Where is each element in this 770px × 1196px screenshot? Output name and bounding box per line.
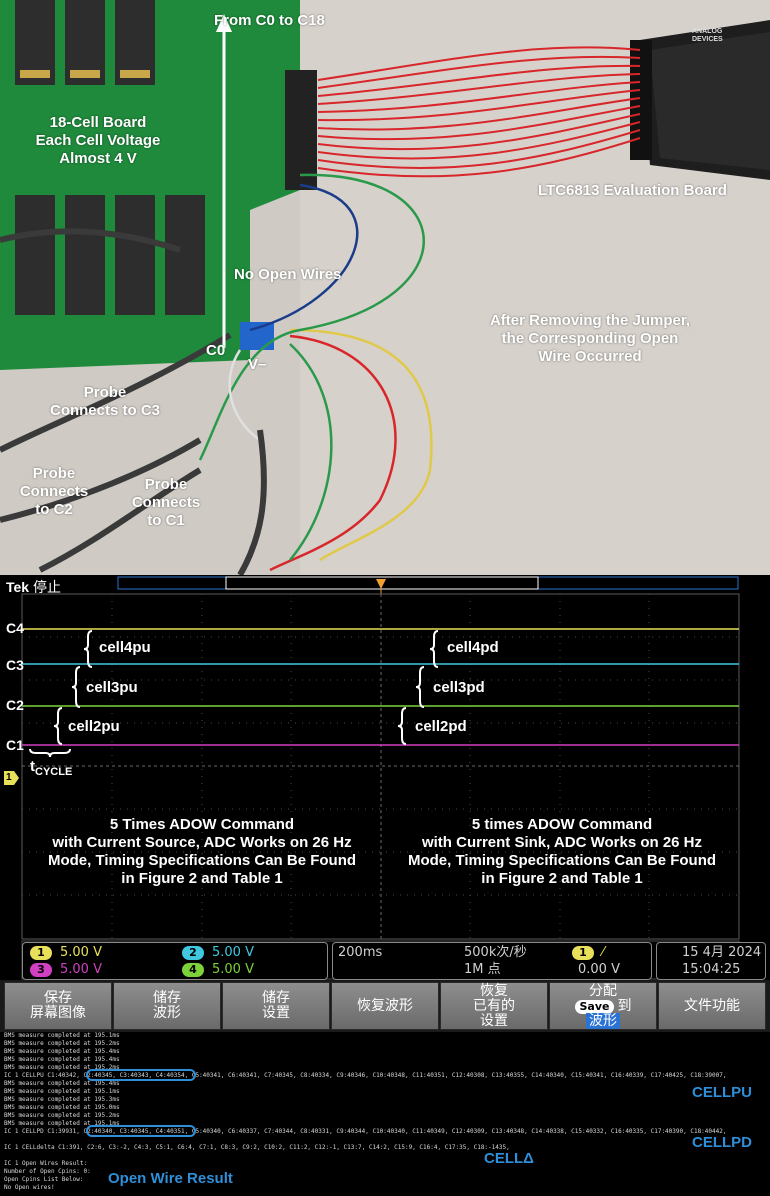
console-line: IC 1 Open Wires Result: <box>4 1160 88 1167</box>
ch1-ground-marker <box>4 771 19 785</box>
trigger-level: 0.00 V <box>578 962 620 977</box>
label-cellpd: CELLPD <box>692 1134 752 1151</box>
record-length: 1M 点 <box>464 962 501 977</box>
label-probe-c2: Probe Connects to C2 <box>19 465 89 518</box>
bench-photo: From C0 to C18 18-Cell Board Each Cell V… <box>0 0 770 575</box>
console-line: BMS measure completed at 195.2ms <box>4 1064 120 1071</box>
label-after-removing-jumper: After Removing the Jumper, the Correspon… <box>489 312 691 365</box>
channel-label-c2: C2 <box>6 697 24 713</box>
recall-setup-button[interactable]: 恢复已有的设置 <box>440 982 548 1030</box>
channel-label-c4: C4 <box>6 620 24 636</box>
marker-cell2pd: cell2pd <box>415 718 467 735</box>
label-probe-c1: Probe Connects to C1 <box>131 476 201 529</box>
label-probe-c3: Probe Connects to C3 <box>49 384 160 419</box>
analog-devices-logo: ANALOG DEVICES <box>692 28 723 43</box>
sample-rate: 500k次/秒 <box>464 945 527 960</box>
save-screen-image-button[interactable]: 保存屏幕图像 <box>4 982 112 1030</box>
console-line: Open Cpins List Below: <box>4 1176 84 1183</box>
label-eval-board: LTC6813 Evaluation Board <box>538 182 727 199</box>
marker-cell4pu: cell4pu <box>99 639 151 656</box>
ch2-badge: 2 <box>182 945 204 960</box>
console-line: BMS measure completed at 195.4ms <box>4 1080 120 1087</box>
trigger-channel-badge: 1 <box>572 945 594 960</box>
ground-marker-label: 1 <box>6 772 12 783</box>
ch4-badge: 4 <box>182 962 204 977</box>
highlight-cellpu-values <box>86 1069 196 1081</box>
marker-cell3pd: cell3pd <box>433 679 485 696</box>
marker-tcycle: tCYCLE <box>30 758 73 778</box>
acquisition-panel[interactable] <box>332 942 652 980</box>
highlight-cellpd-values <box>86 1125 196 1137</box>
console-line: BMS measure completed at 195.4ms <box>4 1048 120 1055</box>
console-line-celldelta: IC 1 CELLdelta C1:391, C2:6, C3:-2, C4:3… <box>4 1144 510 1151</box>
date: 15 4月 2024 <box>682 945 762 960</box>
console-line: BMS measure completed at 195.4ms <box>4 1056 120 1063</box>
label-open-wire-result: Open Wire Result <box>108 1170 233 1187</box>
console-line: BMS measure completed at 195.1ms <box>4 1088 120 1095</box>
trigger-position-marker <box>376 579 386 589</box>
console-line: BMS measure completed at 195.2ms <box>4 1112 120 1119</box>
serial-console: BMS measure completed at 195.1ms BMS mea… <box>0 1032 770 1196</box>
marker-cell4pd: cell4pd <box>447 639 499 656</box>
console-line-cellpd: IC 1 CELLPD C1:39931, C2:40340, C3:40345… <box>4 1128 727 1135</box>
scope-graticule <box>4 576 740 980</box>
ch3-badge: 3 <box>30 962 52 977</box>
description-current-sink: 5 times ADOW Command with Current Sink, … <box>407 816 717 887</box>
acquisition-status: 停止 <box>32 579 61 595</box>
file-utilities-button[interactable]: 文件功能 <box>658 982 766 1030</box>
save-setup-button[interactable]: 储存设置 <box>222 982 330 1030</box>
console-line: No Open wires! <box>4 1184 55 1191</box>
bench-photo-drawing <box>0 0 770 575</box>
label-18-cell-board: 18-Cell Board Each Cell Voltage Almost 4… <box>35 114 161 167</box>
console-line: BMS measure completed at 195.3ms <box>4 1096 120 1103</box>
marker-cell3pu: cell3pu <box>86 679 138 696</box>
label-c0: C0 <box>206 342 226 359</box>
console-line: BMS measure completed at 195.1ms <box>4 1032 120 1039</box>
ch1-badge: 1 <box>30 945 52 960</box>
label-no-open-wires: No Open Wires <box>234 266 342 283</box>
oscilloscope-screen: Tek 停止 C4 C3 C2 C1 1 cell4pu cell3pu cel… <box>0 575 770 980</box>
scope-brand: Tek 停止 <box>6 579 61 595</box>
save-waveform-button[interactable]: 储存波形 <box>113 982 221 1030</box>
label-from-c0-c18: From C0 to C18 <box>214 12 325 29</box>
console-line: BMS measure completed at 195.0ms <box>4 1104 120 1111</box>
console-line-cellpu: IC 1 CELLPU C1:40342, C2:40345, C3:40343… <box>4 1072 727 1079</box>
console-line: BMS measure completed at 195.2ms <box>4 1040 120 1047</box>
label-cellpu: CELLPU <box>692 1084 752 1101</box>
recall-waveform-button[interactable]: 恢复波形 <box>331 982 439 1030</box>
description-current-source: 5 Times ADOW Command with Current Source… <box>47 816 357 887</box>
timebase[interactable]: 200ms <box>338 945 383 960</box>
trigger-setting[interactable]: 1⁄ <box>572 945 604 961</box>
datetime-panel <box>656 942 766 980</box>
marker-cell2pu: cell2pu <box>68 718 120 735</box>
console-line: BMS measure completed at 195.1ms <box>4 1120 120 1127</box>
label-celldelta: CELLΔ <box>484 1150 534 1167</box>
console-line: Number of Open Cpins: 0: <box>4 1168 91 1175</box>
time: 15:04:25 <box>682 962 741 977</box>
label-v-minus: V– <box>248 356 267 373</box>
save-badge: Save <box>574 999 615 1014</box>
channel-label-c1: C1 <box>6 737 24 753</box>
channel-label-c3: C3 <box>6 657 24 673</box>
channel-scale-panel[interactable] <box>22 942 328 980</box>
trigger-slope-icon: ⁄ <box>602 945 605 960</box>
